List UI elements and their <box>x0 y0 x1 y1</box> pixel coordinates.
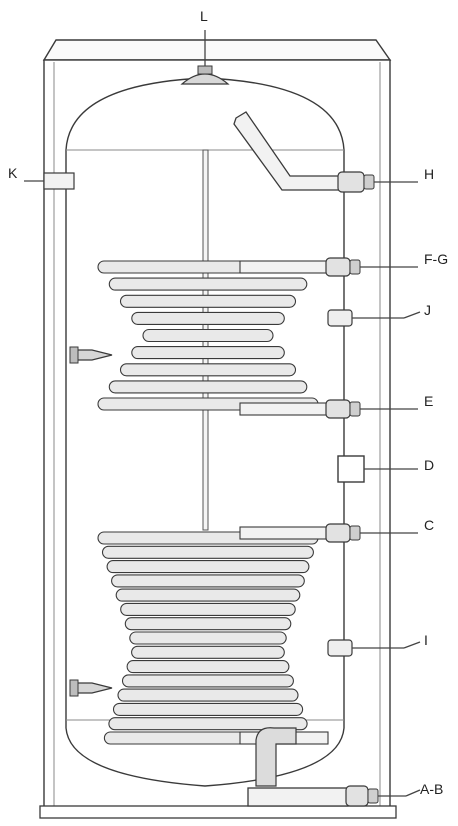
cold-inlet-pipe <box>247 727 379 807</box>
fitting-c <box>325 523 361 543</box>
fitting-j <box>327 309 353 327</box>
coil-turn <box>131 346 285 360</box>
label-h: H <box>424 166 435 182</box>
coil-turn <box>101 545 314 559</box>
label-e: E <box>424 393 434 409</box>
coil-turn <box>117 688 299 702</box>
coil-turn <box>120 602 296 616</box>
label-l: L <box>200 8 208 24</box>
sensor-pocket-lower <box>69 679 113 697</box>
coil-connection-pipe <box>239 260 329 274</box>
coil-turn <box>111 574 305 588</box>
side-port-k <box>43 172 75 190</box>
label-a-b: A-B <box>420 781 444 797</box>
lower-heat-exchanger-coil <box>97 526 329 745</box>
label-j: J <box>424 302 431 318</box>
leader-lines <box>24 30 421 797</box>
coil-turn <box>112 702 304 716</box>
label-f-g: F-G <box>424 251 449 267</box>
coil-turn <box>142 328 274 343</box>
fitting-f-g <box>325 257 361 277</box>
fitting-e <box>325 399 361 419</box>
coil-turn <box>131 311 285 325</box>
coil-turn <box>126 660 290 674</box>
coil-turn <box>106 560 310 574</box>
coil-connection-pipe <box>239 526 329 540</box>
coil-turn <box>108 277 308 291</box>
label-k: K <box>8 165 18 181</box>
hot-water-outlet-pipe <box>233 111 375 193</box>
fitting-i <box>327 639 353 657</box>
coil-turn <box>119 294 297 308</box>
fitting-d <box>337 455 365 483</box>
coil-turn <box>108 380 308 394</box>
label-c: C <box>424 517 435 533</box>
coil-turn <box>121 674 294 688</box>
coil-turn <box>115 588 301 602</box>
coil-turn <box>129 631 287 645</box>
label-d: D <box>424 457 435 473</box>
coil-turn <box>124 617 292 631</box>
coil-connection-pipe <box>239 402 329 416</box>
upper-heat-exchanger-coil <box>97 260 329 416</box>
sensor-pocket-upper <box>69 346 113 364</box>
coil-turn <box>108 717 308 731</box>
coil-turn <box>131 645 285 659</box>
top-port-l <box>180 65 230 85</box>
label-i: I <box>424 632 428 648</box>
coil-turn <box>119 363 297 377</box>
